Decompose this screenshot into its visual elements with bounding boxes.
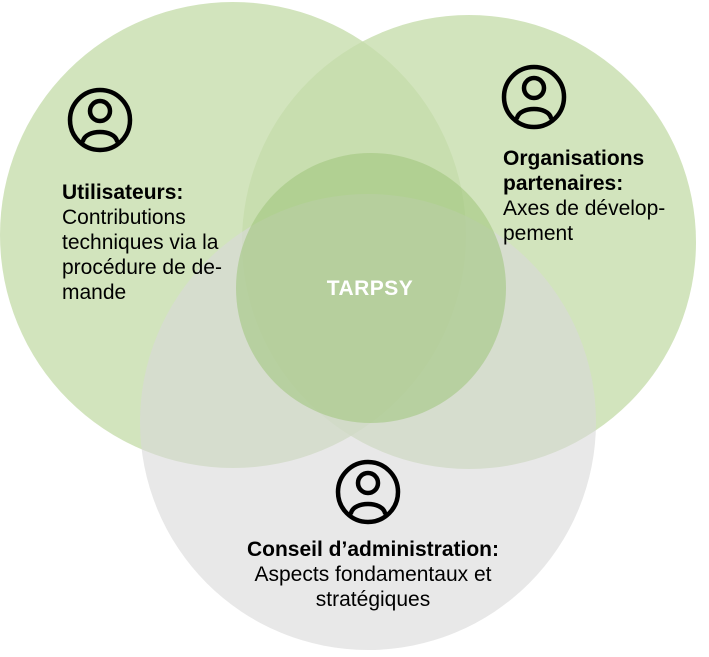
board-label: Conseil d’administration: Aspects fondam… xyxy=(200,537,546,612)
center-label: TARPSY xyxy=(326,277,414,300)
users-title: Utilisateurs: xyxy=(62,181,184,204)
person-icon xyxy=(335,459,401,525)
partners-text: Axes de dévelop- pement xyxy=(503,197,666,245)
users-text: Contributions techniques via la procédur… xyxy=(62,206,222,304)
partners-label: Organisations partenaires: Axes de dével… xyxy=(503,146,703,246)
users-label: Utilisateurs: Contributions techniques v… xyxy=(62,180,302,305)
board-title: Conseil d’administration: xyxy=(246,538,500,561)
partners-title: Organisations partenaires: xyxy=(503,147,645,195)
person-icon xyxy=(501,64,567,130)
board-text: Aspects fondamentaux et stratégiques xyxy=(254,563,492,611)
person-icon xyxy=(67,87,133,153)
center-circle xyxy=(236,153,506,423)
